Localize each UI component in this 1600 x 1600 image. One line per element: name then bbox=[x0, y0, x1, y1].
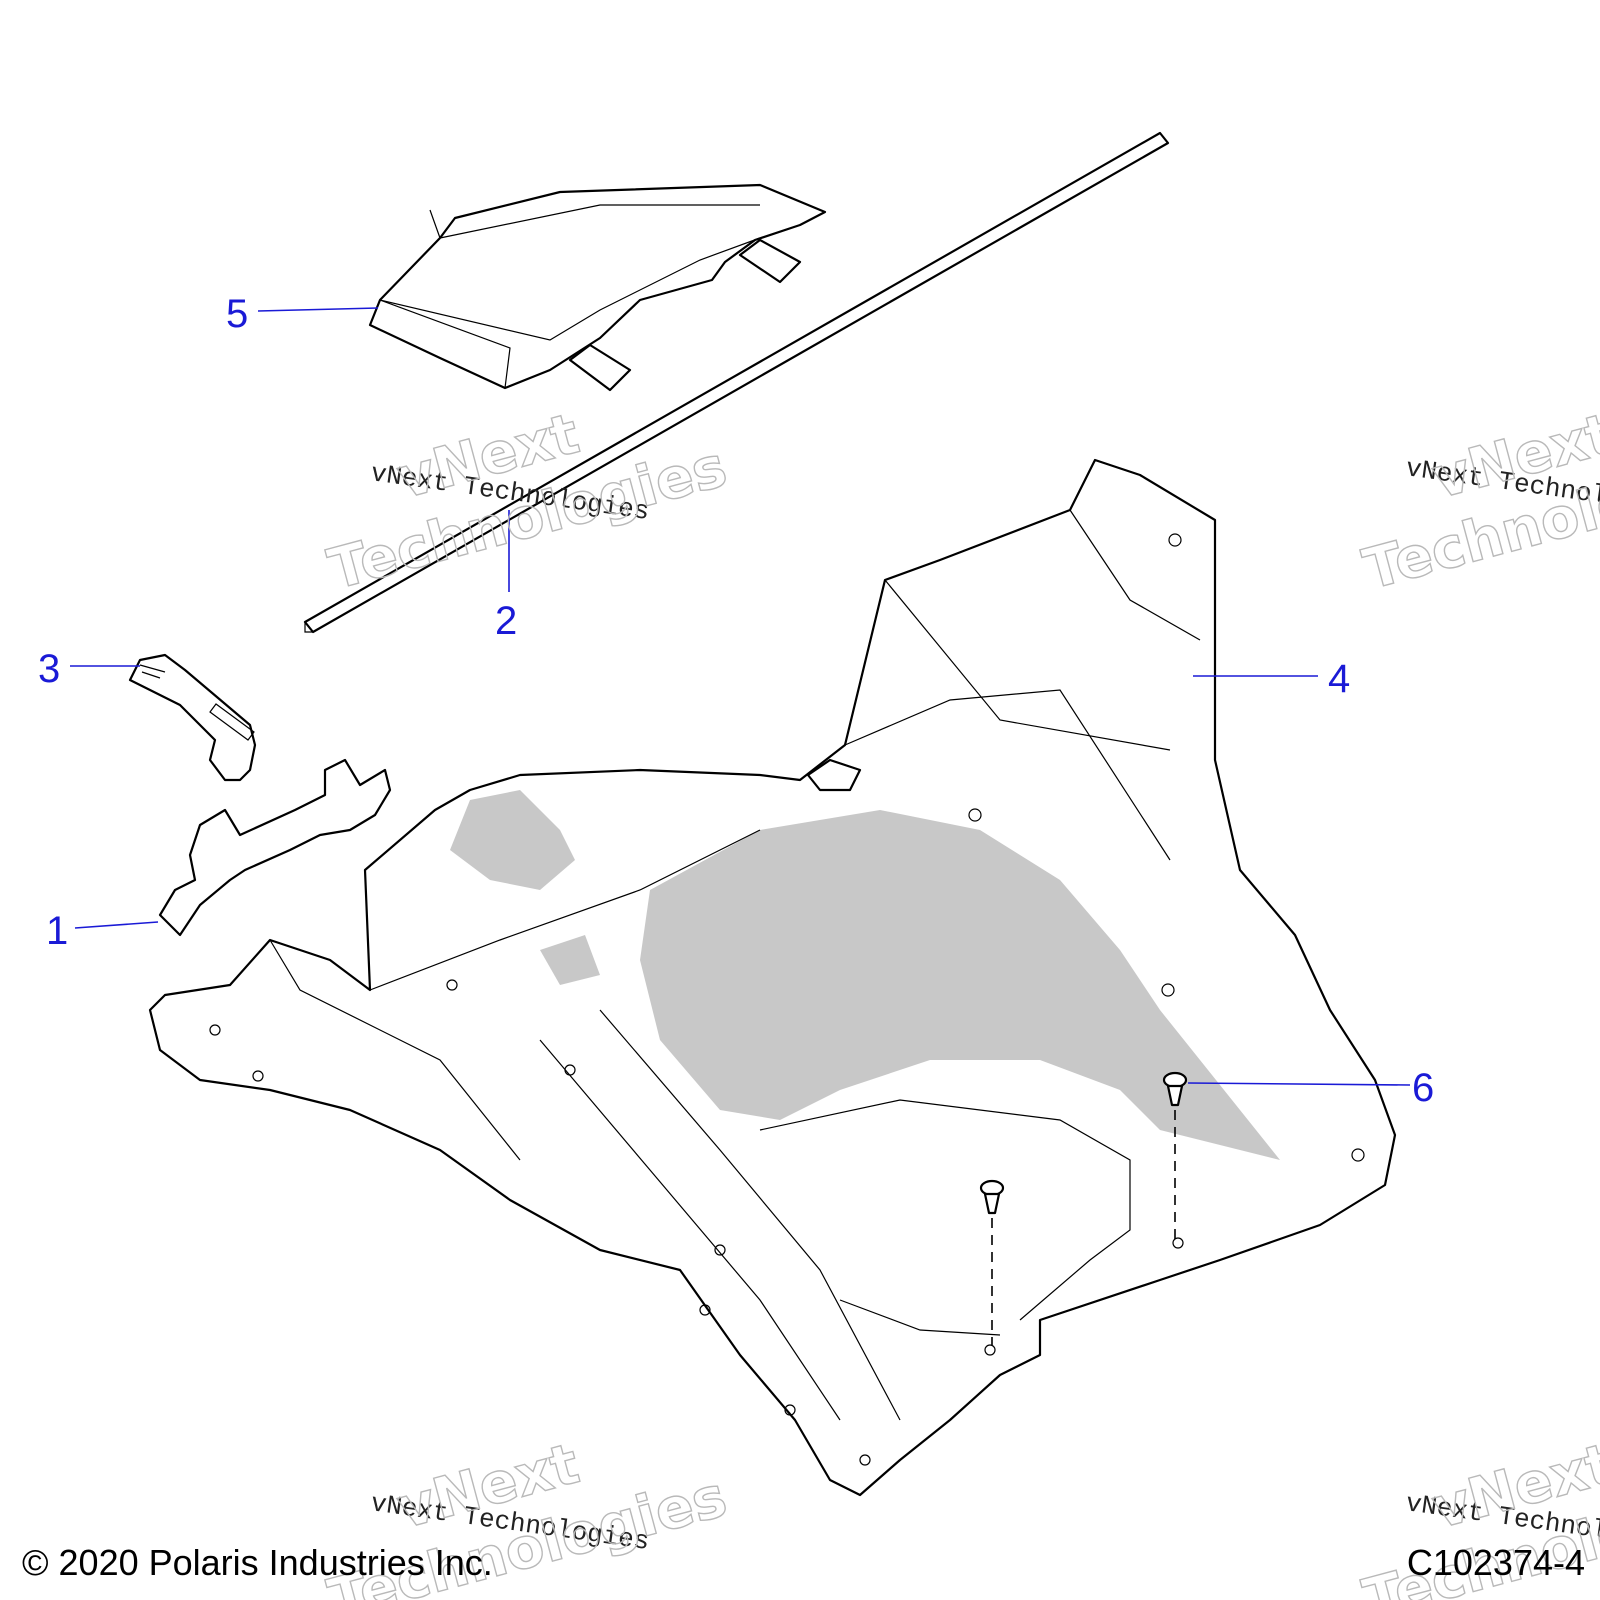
diagram-id: C102374-4 bbox=[1407, 1542, 1585, 1583]
part-2-strip bbox=[303, 131, 1170, 634]
callout-5[interactable]: 5 bbox=[226, 292, 248, 336]
part-4-body-tub bbox=[148, 458, 1397, 1497]
copyright-text: © 2020 Polaris Industries Inc. bbox=[22, 1542, 493, 1583]
callout-6[interactable]: 6 bbox=[1412, 1066, 1434, 1110]
callout-4[interactable]: 4 bbox=[1328, 657, 1350, 701]
callout-labels: 1 2 3 4 5 6 bbox=[38, 292, 1434, 1110]
footer: © 2020 Polaris Industries Inc. C102374-4 bbox=[22, 1542, 1585, 1583]
callout-2[interactable]: 2 bbox=[495, 599, 517, 643]
part-5-cover-panel bbox=[368, 183, 827, 392]
leader-6 bbox=[1187, 1082, 1411, 1086]
leader-5 bbox=[257, 307, 379, 312]
part-3-strap bbox=[128, 653, 257, 782]
callout-3[interactable]: 3 bbox=[38, 647, 60, 691]
leader-1 bbox=[74, 921, 159, 929]
leader-lines bbox=[70, 307, 1411, 1086]
part-1-bracket bbox=[158, 758, 392, 937]
callout-1[interactable]: 1 bbox=[46, 909, 68, 953]
part-6-push-rivets bbox=[979, 1071, 1188, 1345]
